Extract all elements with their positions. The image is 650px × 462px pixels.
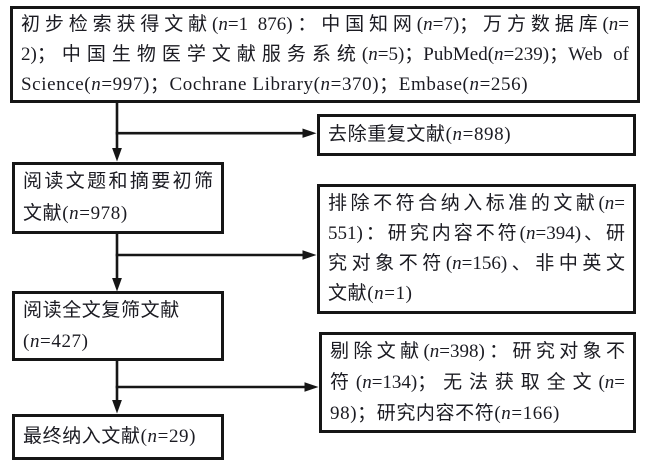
- italic-n: n: [608, 14, 619, 35]
- italic-n: n: [469, 74, 480, 95]
- box-text-line: 初步检索获得文献(n=1 876)：中国知网(n=7)；万方数据库(n=: [21, 14, 630, 35]
- italic-n: n: [423, 14, 433, 35]
- italic-n: n: [362, 372, 372, 393]
- box-removed-records: 剔除文献(n=398)：研究对象不符(n=134)；无法获取全文(n= 98)；研…: [319, 332, 636, 433]
- italic-n: n: [494, 44, 504, 65]
- italic-n: n: [452, 253, 462, 274]
- arrow-head-right-icon: [304, 382, 319, 392]
- italic-n: n: [429, 341, 440, 362]
- box-text-line: 2)；中国生物医学文献服务系统(n=5)；PubMed(n=239)；Web o…: [21, 44, 630, 65]
- arrow-to-removed: [115, 382, 319, 392]
- box-initial-search-results: 初步检索获得文献(n=1 876)：中国知网(n=7)；万方数据库(n= 2)；中…: [10, 6, 640, 103]
- arrow-head-down-icon: [112, 148, 122, 162]
- box-text-line: 究对象不符(n=156)、非中英文: [328, 253, 625, 274]
- arrow-head-right-icon: [302, 250, 317, 260]
- italic-n: n: [604, 193, 615, 214]
- italic-n: n: [29, 331, 41, 352]
- box-text-line: (n=427): [23, 331, 89, 352]
- box-excluded-records: 排除不符合纳入标准的文献(n= 551)：研究内容不符(n=394)、研究对象不符…: [317, 184, 636, 314]
- italic-n: n: [452, 124, 463, 145]
- arrow-title-screen-to-fulltext: [112, 233, 122, 292]
- italic-n: n: [526, 223, 536, 244]
- italic-n: n: [218, 14, 228, 35]
- arrow-initial-to-title-screen: [112, 102, 122, 162]
- box-text-line: 符(n=134)；无法获取全文(n=: [330, 372, 626, 393]
- box-text-line: 排除不符合纳入标准的文献(n=: [328, 193, 625, 214]
- arrow-head-right-icon: [302, 128, 317, 138]
- italic-n: n: [374, 283, 385, 304]
- italic-n: n: [91, 74, 102, 95]
- box-text: 去除重复文献(n=898): [328, 124, 512, 145]
- box-text-line: 阅读文题和摘要初筛: [23, 171, 213, 192]
- box-fulltext-screening: 阅读全文复筛文献 (n=427): [12, 291, 224, 361]
- italic-n: n: [320, 74, 331, 95]
- box-text-line: 文献(n=1): [328, 283, 413, 304]
- italic-n: n: [368, 44, 378, 65]
- arrow-to-excluded: [115, 250, 317, 260]
- box-title-abstract-screening: 阅读文题和摘要初筛文献(n=978): [12, 162, 224, 234]
- italic-n: n: [501, 403, 512, 424]
- box-text: 最终纳入文献(n=29): [23, 426, 197, 447]
- box-text-line: 551)：研究内容不符(n=394)、研: [328, 223, 626, 244]
- arrow-to-duplicates-removed: [115, 128, 317, 138]
- arrow-head-down-icon: [112, 278, 122, 292]
- italic-n: n: [147, 426, 158, 447]
- box-duplicates-removed: 去除重复文献(n=898): [317, 114, 636, 156]
- box-text-line: 阅读全文复筛文献: [23, 300, 180, 321]
- arrow-head-down-icon: [112, 400, 122, 414]
- box-final-included: 最终纳入文献(n=29): [12, 414, 224, 460]
- italic-n: n: [604, 372, 615, 393]
- box-text-line: 文献(n=978): [23, 203, 128, 224]
- box-text-line: 98)；研究内容不符(n=166): [330, 403, 560, 424]
- arrow-fulltext-to-final: [112, 360, 122, 414]
- box-text-line: 剔除文献(n=398)：研究对象不: [330, 341, 625, 362]
- box-text-line: Science(n=997)；Cochrane Library(n=370)；E…: [21, 74, 529, 95]
- italic-n: n: [69, 203, 80, 224]
